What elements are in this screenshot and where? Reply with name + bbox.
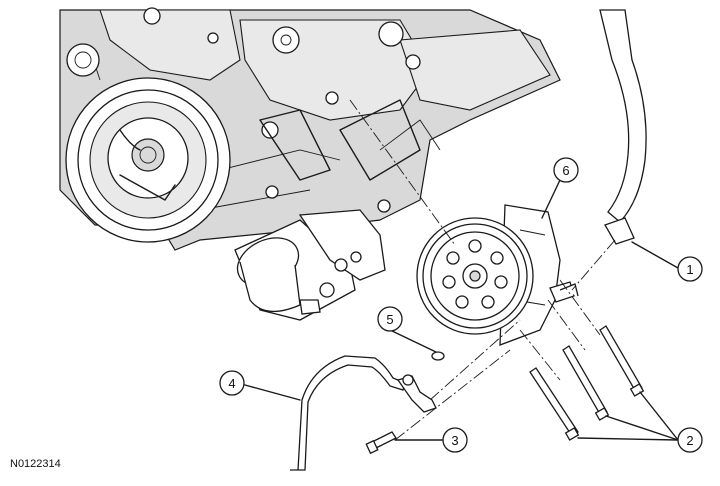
oil-filter bbox=[234, 209, 386, 321]
bypass-tube bbox=[290, 355, 437, 471]
crankshaft-pulley bbox=[65, 77, 231, 243]
gasket bbox=[431, 351, 445, 361]
pulley-holes bbox=[442, 239, 508, 309]
callout-2-label: 2 bbox=[686, 433, 693, 448]
callout-3: 3 bbox=[442, 427, 468, 453]
callout-5-label: 5 bbox=[386, 312, 393, 327]
callout-4-label: 4 bbox=[228, 376, 235, 391]
callout-6: 6 bbox=[553, 157, 579, 183]
coolant-hose bbox=[599, 9, 647, 245]
callout-6-label: 6 bbox=[562, 163, 569, 178]
callout-1: 1 bbox=[677, 256, 703, 282]
alignment-lines bbox=[349, 99, 616, 441]
figure-reference-code: N0122314 bbox=[10, 458, 61, 470]
callout-3-label: 3 bbox=[451, 433, 458, 448]
callout-4: 4 bbox=[219, 370, 245, 396]
leader-lines bbox=[244, 179, 679, 441]
bypass-tube-bolt bbox=[365, 431, 397, 455]
water-pump-bolts bbox=[529, 325, 645, 441]
callout-5: 5 bbox=[377, 306, 403, 332]
callout-2: 2 bbox=[677, 427, 703, 453]
callout-1-label: 1 bbox=[686, 262, 693, 277]
water-pump bbox=[416, 204, 579, 346]
